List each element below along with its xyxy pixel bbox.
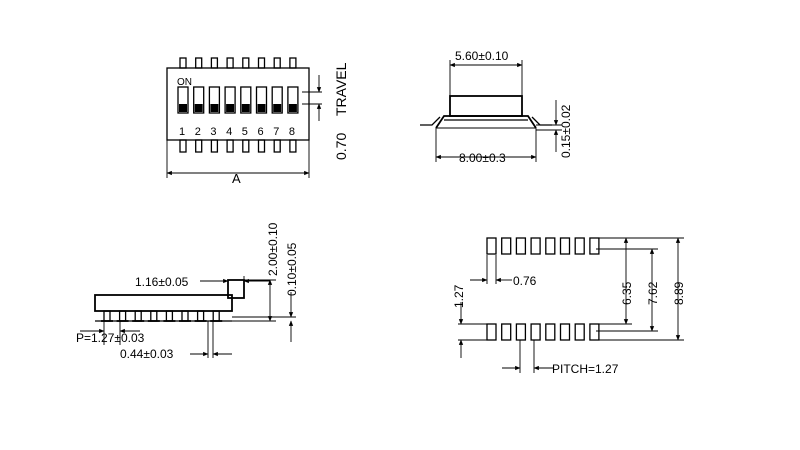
- switch-number: 7: [273, 126, 279, 138]
- front-view: 2.00±0.10 0.10±0.05 1.16±0.05 P=1.27±0.0…: [76, 222, 299, 361]
- footprint-pad: [559, 323, 571, 341]
- footprint-pad: [486, 323, 497, 341]
- switch-slot: [224, 86, 236, 114]
- switch-knob: [179, 104, 187, 112]
- pad-length-dimension: 1.27: [452, 284, 466, 308]
- footprint-pad: [589, 237, 600, 255]
- front-body: [94, 294, 233, 312]
- switch-number: 5: [242, 126, 248, 138]
- switch-knob: [194, 104, 203, 112]
- top-pin: [210, 57, 219, 69]
- front-leads: [101, 310, 223, 322]
- bottom-pin: [257, 139, 266, 153]
- travel-value: 0.70: [333, 133, 349, 160]
- lead-thickness-dimension: 0.15±0.02: [559, 104, 573, 158]
- bottom-pin: [210, 139, 219, 153]
- switch-slot: [271, 86, 283, 114]
- footprint-pad: [574, 237, 585, 255]
- front-lead: [150, 310, 158, 322]
- lead-offset-dimension: 1.16±0.05: [135, 275, 189, 289]
- top-pin: [242, 57, 250, 69]
- top-pins: [179, 57, 297, 69]
- switch-slot: [255, 86, 268, 114]
- footprint-pad: [530, 323, 541, 341]
- switch-knob: [288, 104, 297, 112]
- center-span-dimension: 7.62: [646, 281, 660, 305]
- front-actuator: [227, 279, 245, 299]
- top-pin: [179, 57, 187, 69]
- width-label-a: A: [232, 171, 241, 186]
- bottom-pin: [195, 139, 203, 153]
- switch-knob: [257, 104, 266, 112]
- front-lead: [134, 310, 142, 322]
- front-lead: [103, 310, 111, 322]
- switch-slot: [208, 86, 221, 114]
- footprint-pitch-dimension: PITCH=1.27: [552, 362, 619, 376]
- footprint-pad: [486, 237, 497, 255]
- footprint-pad: [574, 323, 585, 341]
- switch-slot: [177, 86, 189, 114]
- bottom-pin: [273, 139, 281, 153]
- footprint-pad: [501, 323, 512, 341]
- bottom-pins: [179, 139, 297, 153]
- front-lead: [181, 310, 189, 322]
- footprint-pad: [515, 323, 527, 341]
- pcb-footprint: 6.35 7.62 8.89 1.27 0.76 PITCH=1.27: [452, 237, 686, 376]
- outer-span-dimension: 8.89: [672, 281, 686, 305]
- bottom-pin: [179, 139, 187, 153]
- switch-knob: [226, 104, 235, 112]
- top-width-dimension: 5.60±0.10: [455, 49, 509, 63]
- footprint-pad: [545, 237, 556, 255]
- switch-number: 3: [210, 126, 216, 138]
- standoff-dimension: 0.10±0.05: [285, 242, 299, 296]
- inner-span-dimension: 6.35: [620, 281, 634, 305]
- footprint-pad: [589, 323, 600, 341]
- switch-slot: [240, 86, 252, 114]
- footprint-top-pads: [486, 237, 600, 255]
- footprint-pad: [530, 237, 541, 255]
- lead-width-dimension: 0.44±0.03: [120, 347, 174, 361]
- bottom-pin: [289, 139, 297, 153]
- bottom-pin: [242, 139, 250, 153]
- front-lead: [212, 310, 220, 322]
- body-width-dimension: 8.00±0.3: [459, 151, 506, 165]
- height-dimension: 2.00±0.10: [266, 222, 280, 276]
- side-view: 5.60±0.10 8.00±0.3 0.15±0.02: [420, 49, 573, 165]
- footprint-pad: [515, 237, 527, 255]
- pad-width-dimension: 0.76: [513, 274, 537, 288]
- footprint-pad: [545, 323, 556, 341]
- front-lead: [196, 310, 205, 322]
- bottom-pin: [226, 139, 234, 153]
- switch-number: 8: [289, 126, 295, 138]
- on-label: ON: [177, 77, 192, 88]
- travel-label: TRAVEL: [333, 62, 349, 116]
- footprint-bottom-pads: [486, 323, 600, 341]
- top-pin: [195, 57, 203, 69]
- top-pin: [257, 57, 266, 69]
- switch-number: 4: [226, 126, 232, 138]
- switch-number: 1: [179, 126, 185, 138]
- base-body: [435, 115, 537, 129]
- footprint-pad: [559, 237, 571, 255]
- switch-number: 6: [258, 126, 264, 138]
- switch-number: 2: [195, 126, 201, 138]
- switch-knob: [210, 104, 219, 112]
- switch-knob: [241, 104, 250, 112]
- front-lead: [165, 310, 174, 322]
- switch-slot: [193, 86, 205, 114]
- top-pin: [273, 57, 281, 69]
- switch-knob: [273, 104, 282, 112]
- top-pin: [226, 57, 234, 69]
- actuator-block: [449, 95, 523, 117]
- switch-slot: [287, 86, 299, 114]
- pitch-dimension: P=1.27±0.03: [76, 331, 145, 345]
- actuators: [177, 86, 299, 114]
- front-lead: [118, 310, 127, 322]
- footprint-pad: [501, 237, 512, 255]
- top-pin: [289, 57, 297, 69]
